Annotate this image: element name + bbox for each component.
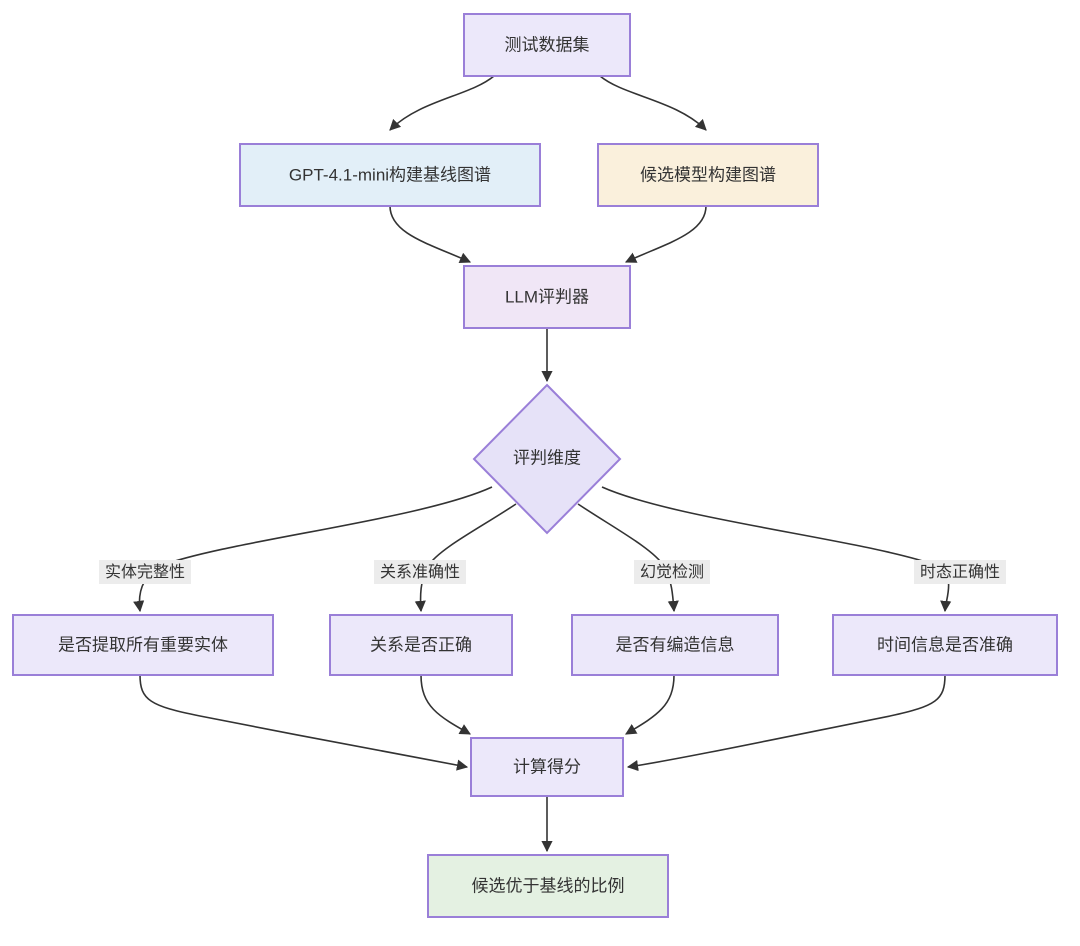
edge-dataset-to-baseline bbox=[389, 75, 495, 131]
edge-dimensions-to-hallucination bbox=[577, 503, 679, 613]
node-judge-label: LLM评判器 bbox=[505, 287, 589, 306]
node-candidate-shape[interactable] bbox=[597, 143, 819, 207]
node-layer: 测试数据集 GPT-4.1-mini构建基线图谱 候选模型构建图谱 LLM评判器… bbox=[12, 13, 1058, 918]
node-judge[interactable]: LLM评判器 bbox=[463, 265, 631, 329]
edge-dimensions-to-temporal bbox=[601, 486, 952, 613]
edge-label-hallucination-detection-bg bbox=[634, 560, 710, 584]
edge-label-entity-completeness: 实体完整性 bbox=[99, 560, 191, 584]
edge-relation-to-score bbox=[420, 674, 471, 735]
edge-label-relation-accuracy-bg bbox=[374, 560, 466, 584]
node-baseline-shape[interactable] bbox=[239, 143, 541, 207]
node-temporal[interactable]: 时间信息是否准确 bbox=[832, 614, 1058, 676]
edge-layer bbox=[133, 75, 952, 853]
edge-label-temporal-correctness: 时态正确性 bbox=[914, 560, 1006, 584]
node-hallucination[interactable]: 是否有编造信息 bbox=[571, 614, 779, 676]
node-result[interactable]: 候选优于基线的比例 bbox=[427, 854, 669, 918]
edge-label-entity-completeness-text: 实体完整性 bbox=[105, 563, 185, 581]
node-hallucination-shape[interactable] bbox=[571, 614, 779, 676]
node-relation-shape[interactable] bbox=[329, 614, 513, 676]
node-hallucination-label: 是否有编造信息 bbox=[616, 635, 735, 654]
node-score-shape[interactable] bbox=[470, 737, 624, 797]
node-baseline[interactable]: GPT-4.1-mini构建基线图谱 bbox=[239, 143, 541, 207]
edge-label-relation-accuracy-text: 关系准确性 bbox=[380, 563, 460, 581]
edge-dataset-to-candidate bbox=[599, 75, 707, 131]
node-dataset-label: 测试数据集 bbox=[505, 35, 590, 54]
edge-temporal-to-score bbox=[626, 674, 946, 772]
edge-candidate-to-judge bbox=[624, 205, 707, 263]
edge-label-entity-completeness-bg bbox=[99, 560, 191, 584]
node-relation[interactable]: 关系是否正确 bbox=[329, 614, 513, 676]
node-dimensions-label: 评判维度 bbox=[513, 448, 581, 467]
edge-label-hallucination-detection-text: 幻觉检测 bbox=[640, 563, 704, 581]
node-candidate[interactable]: 候选模型构建图谱 bbox=[597, 143, 819, 207]
edge-label-temporal-correctness-text: 时态正确性 bbox=[920, 563, 1000, 581]
node-entity-label: 是否提取所有重要实体 bbox=[58, 635, 228, 654]
edge-baseline-to-judge bbox=[389, 205, 472, 263]
node-temporal-shape[interactable] bbox=[832, 614, 1058, 676]
edge-entity-to-score bbox=[139, 674, 469, 771]
node-dataset-shape[interactable] bbox=[463, 13, 631, 77]
node-relation-label: 关系是否正确 bbox=[370, 635, 472, 654]
edge-dimensions-to-relation bbox=[414, 503, 517, 613]
node-candidate-label: 候选模型构建图谱 bbox=[640, 165, 776, 184]
edge-hallucination-to-score bbox=[625, 674, 675, 735]
node-temporal-label: 时间信息是否准确 bbox=[877, 635, 1013, 654]
node-dimensions[interactable]: 评判维度 bbox=[472, 383, 622, 535]
node-score-label: 计算得分 bbox=[513, 757, 581, 776]
node-dataset[interactable]: 测试数据集 bbox=[463, 13, 631, 77]
node-entity[interactable]: 是否提取所有重要实体 bbox=[12, 614, 274, 676]
node-score[interactable]: 计算得分 bbox=[470, 737, 624, 797]
edge-label-relation-accuracy: 关系准确性 bbox=[374, 560, 466, 584]
edge-label-hallucination-detection: 幻觉检测 bbox=[634, 560, 710, 584]
node-result-shape[interactable] bbox=[427, 854, 669, 918]
edge-dimensions-to-entity bbox=[133, 486, 493, 613]
node-judge-shape[interactable] bbox=[463, 265, 631, 329]
edge-label-layer: 实体完整性 关系准确性 幻觉检测 时态正确性 bbox=[99, 560, 1006, 584]
edge-label-temporal-correctness-bg bbox=[914, 560, 1006, 584]
node-result-label: 候选优于基线的比例 bbox=[472, 876, 625, 895]
node-dimensions-shape[interactable] bbox=[472, 383, 622, 535]
node-baseline-label: GPT-4.1-mini构建基线图谱 bbox=[289, 165, 491, 184]
node-entity-shape[interactable] bbox=[12, 614, 274, 676]
